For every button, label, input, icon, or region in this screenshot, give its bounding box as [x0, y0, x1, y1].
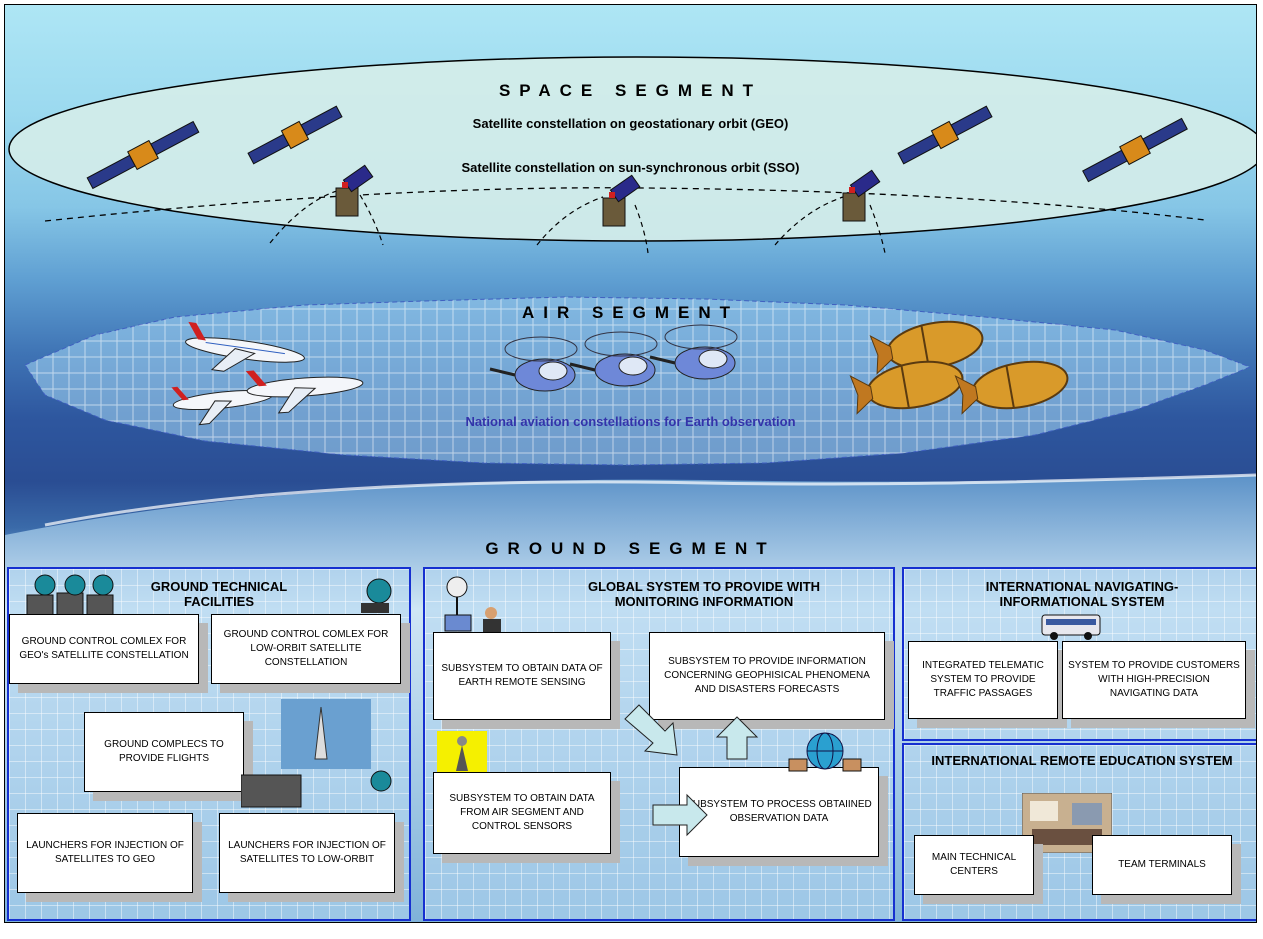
geo-control-complex-box: GROUND CONTROL COMLEX FOR GEO's SATELLIT…: [9, 614, 199, 684]
helicopter-icon: [569, 331, 658, 387]
panel-global-monitoring-system: GLOBAL SYSTEM TO PROVIDE WITH MONITORING…: [423, 567, 895, 921]
airplane-icon: [171, 386, 274, 426]
box-label: SUBSYSTEM TO OBTAIN DATA FROM AIR SEGMEN…: [449, 793, 595, 832]
sso-satellite-icon: [335, 164, 374, 217]
panel-ground-technical-facilities: GROUND TECHNICAL FACILITIES GROUND CONTR…: [7, 567, 411, 921]
space-orbit-ellipse: [8, 56, 1256, 242]
remote-sensing-subsystem-box: SUBSYSTEM TO OBTAIN DATA OF EARTH REMOTE…: [433, 632, 611, 720]
operator-workstation-icon: [444, 576, 501, 633]
launch-site-icon: [241, 699, 392, 808]
telematic-system-box: INTEGRATED TELEMATIC SYSTEM TO PROVIDE T…: [908, 641, 1058, 719]
helicopter-icon: [649, 324, 738, 380]
panel-navigating-system: INTERNATIONAL NAVIGATING-INFORMATIONAL S…: [902, 567, 1256, 741]
bus-icon: [1041, 614, 1101, 640]
box-label: SUBSYSTEM TO OBTAIN DATA OF EARTH REMOTE…: [441, 663, 603, 688]
team-terminals-box: TEAM TERMINALS: [1092, 835, 1232, 895]
geo-satellite-icon: [247, 105, 343, 165]
ground-segment-title: GROUND SEGMENT: [485, 539, 776, 558]
box-label: SUBSYSTEM TO PROVIDE INFORMATION CONCERN…: [664, 656, 870, 695]
air-sensors-subsystem-box: SUBSYSTEM TO OBTAIN DATA FROM AIR SEGMEN…: [433, 772, 611, 854]
panel-title: GROUND TECHNICAL FACILITIES: [150, 579, 288, 609]
sensor-tower-icon: [437, 731, 487, 773]
box-label: GROUND COMPLECS TO PROVIDE FLIGHTS: [104, 739, 224, 764]
box-label: SYSTEM TO PROVIDE CUSTOMERS WITH HIGH-PR…: [1068, 660, 1240, 699]
panel-education-system: INTERNATIONAL REMOTE EDUCATION SYSTEM MA…: [902, 743, 1256, 921]
antenna-buildings-icon: [26, 574, 114, 616]
sso-constellation-label: Satellite constellation on sun-synchrono…: [461, 160, 800, 175]
box-label: MAIN TECHNICAL CENTERS: [931, 852, 1017, 877]
flow-arrows: [624, 704, 759, 837]
arrow-process-to-forecasts: [715, 716, 759, 760]
geo-satellite-icon: [86, 120, 200, 190]
panel-title: INTERNATIONAL REMOTE EDUCATION SYSTEM: [931, 753, 1233, 768]
box-label: INTEGRATED TELEMATIC SYSTEM TO PROVIDE T…: [922, 660, 1044, 699]
airplane-icon: [245, 370, 364, 414]
low-orbit-control-complex-box: GROUND CONTROL COMLEX FOR LOW-ORBIT SATE…: [211, 614, 401, 684]
sso-satellite-icon: [842, 169, 881, 222]
box-label: SUBSYSTEM TO PROCESS OBTAIINED OBSERVATI…: [686, 799, 872, 824]
airship-icon: [954, 360, 1069, 415]
sso-satellite-icon: [602, 174, 641, 227]
classroom-photo-icon: [1022, 793, 1112, 853]
launchers-geo-box: LAUNCHERS FOR INJECTION OF SATELLITES TO…: [17, 813, 193, 893]
box-label: GROUND CONTROL COMLEX FOR LOW-ORBIT SATE…: [223, 629, 389, 668]
box-label: GROUND CONTROL COMLEX FOR GEO's SATELLIT…: [19, 636, 189, 661]
geo-constellation-label: Satellite constellation on geostationary…: [472, 116, 789, 131]
panel-title: INTERNATIONAL NAVIGATING-INFORMATIONAL S…: [985, 579, 1179, 609]
precision-navigation-box: SYSTEM TO PROVIDE CUSTOMERS WITH HIGH-PR…: [1062, 641, 1246, 719]
process-subsystem-box: SUBSYSTEM TO PROCESS OBTAIINED OBSERVATI…: [679, 767, 879, 857]
air-segment-title: AIR SEGMENT: [521, 303, 740, 322]
box-label: TEAM TERMINALS: [1118, 859, 1206, 870]
geo-satellite-icon: [897, 105, 993, 165]
technical-centers-box: MAIN TECHNICAL CENTERS: [914, 835, 1034, 895]
arrow-sensing-to-process: [624, 704, 678, 756]
arrow-air-to-process: [652, 793, 708, 837]
flight-complex-box: GROUND COMPLECS TO PROVIDE FLIGHTS: [84, 712, 244, 792]
globe-network-icon: [788, 732, 862, 772]
satellite-dish-icon: [361, 578, 392, 613]
box-label: LAUNCHERS FOR INJECTION OF SATELLITES TO…: [228, 840, 386, 865]
airplane-icon: [185, 321, 305, 372]
horizon-glow: [44, 473, 1256, 527]
box-label: LAUNCHERS FOR INJECTION OF SATELLITES TO…: [26, 840, 184, 865]
geo-satellite-icon: [1082, 117, 1188, 183]
launchers-low-orbit-box: LAUNCHERS FOR INJECTION OF SATELLITES TO…: [219, 813, 395, 893]
airship-icon: [849, 360, 964, 415]
air-segment-caption: National aviation constellations for Ear…: [465, 414, 796, 429]
panel-title: GLOBAL SYSTEM TO PROVIDE WITH MONITORING…: [587, 579, 821, 609]
space-segment-title: SPACE SEGMENT: [498, 81, 763, 100]
forecasts-subsystem-box: SUBSYSTEM TO PROVIDE INFORMATION CONCERN…: [649, 632, 885, 720]
diagram-frame: SPACE SEGMENT Satellite constellation on…: [4, 4, 1257, 923]
helicopter-icon: [489, 336, 578, 392]
